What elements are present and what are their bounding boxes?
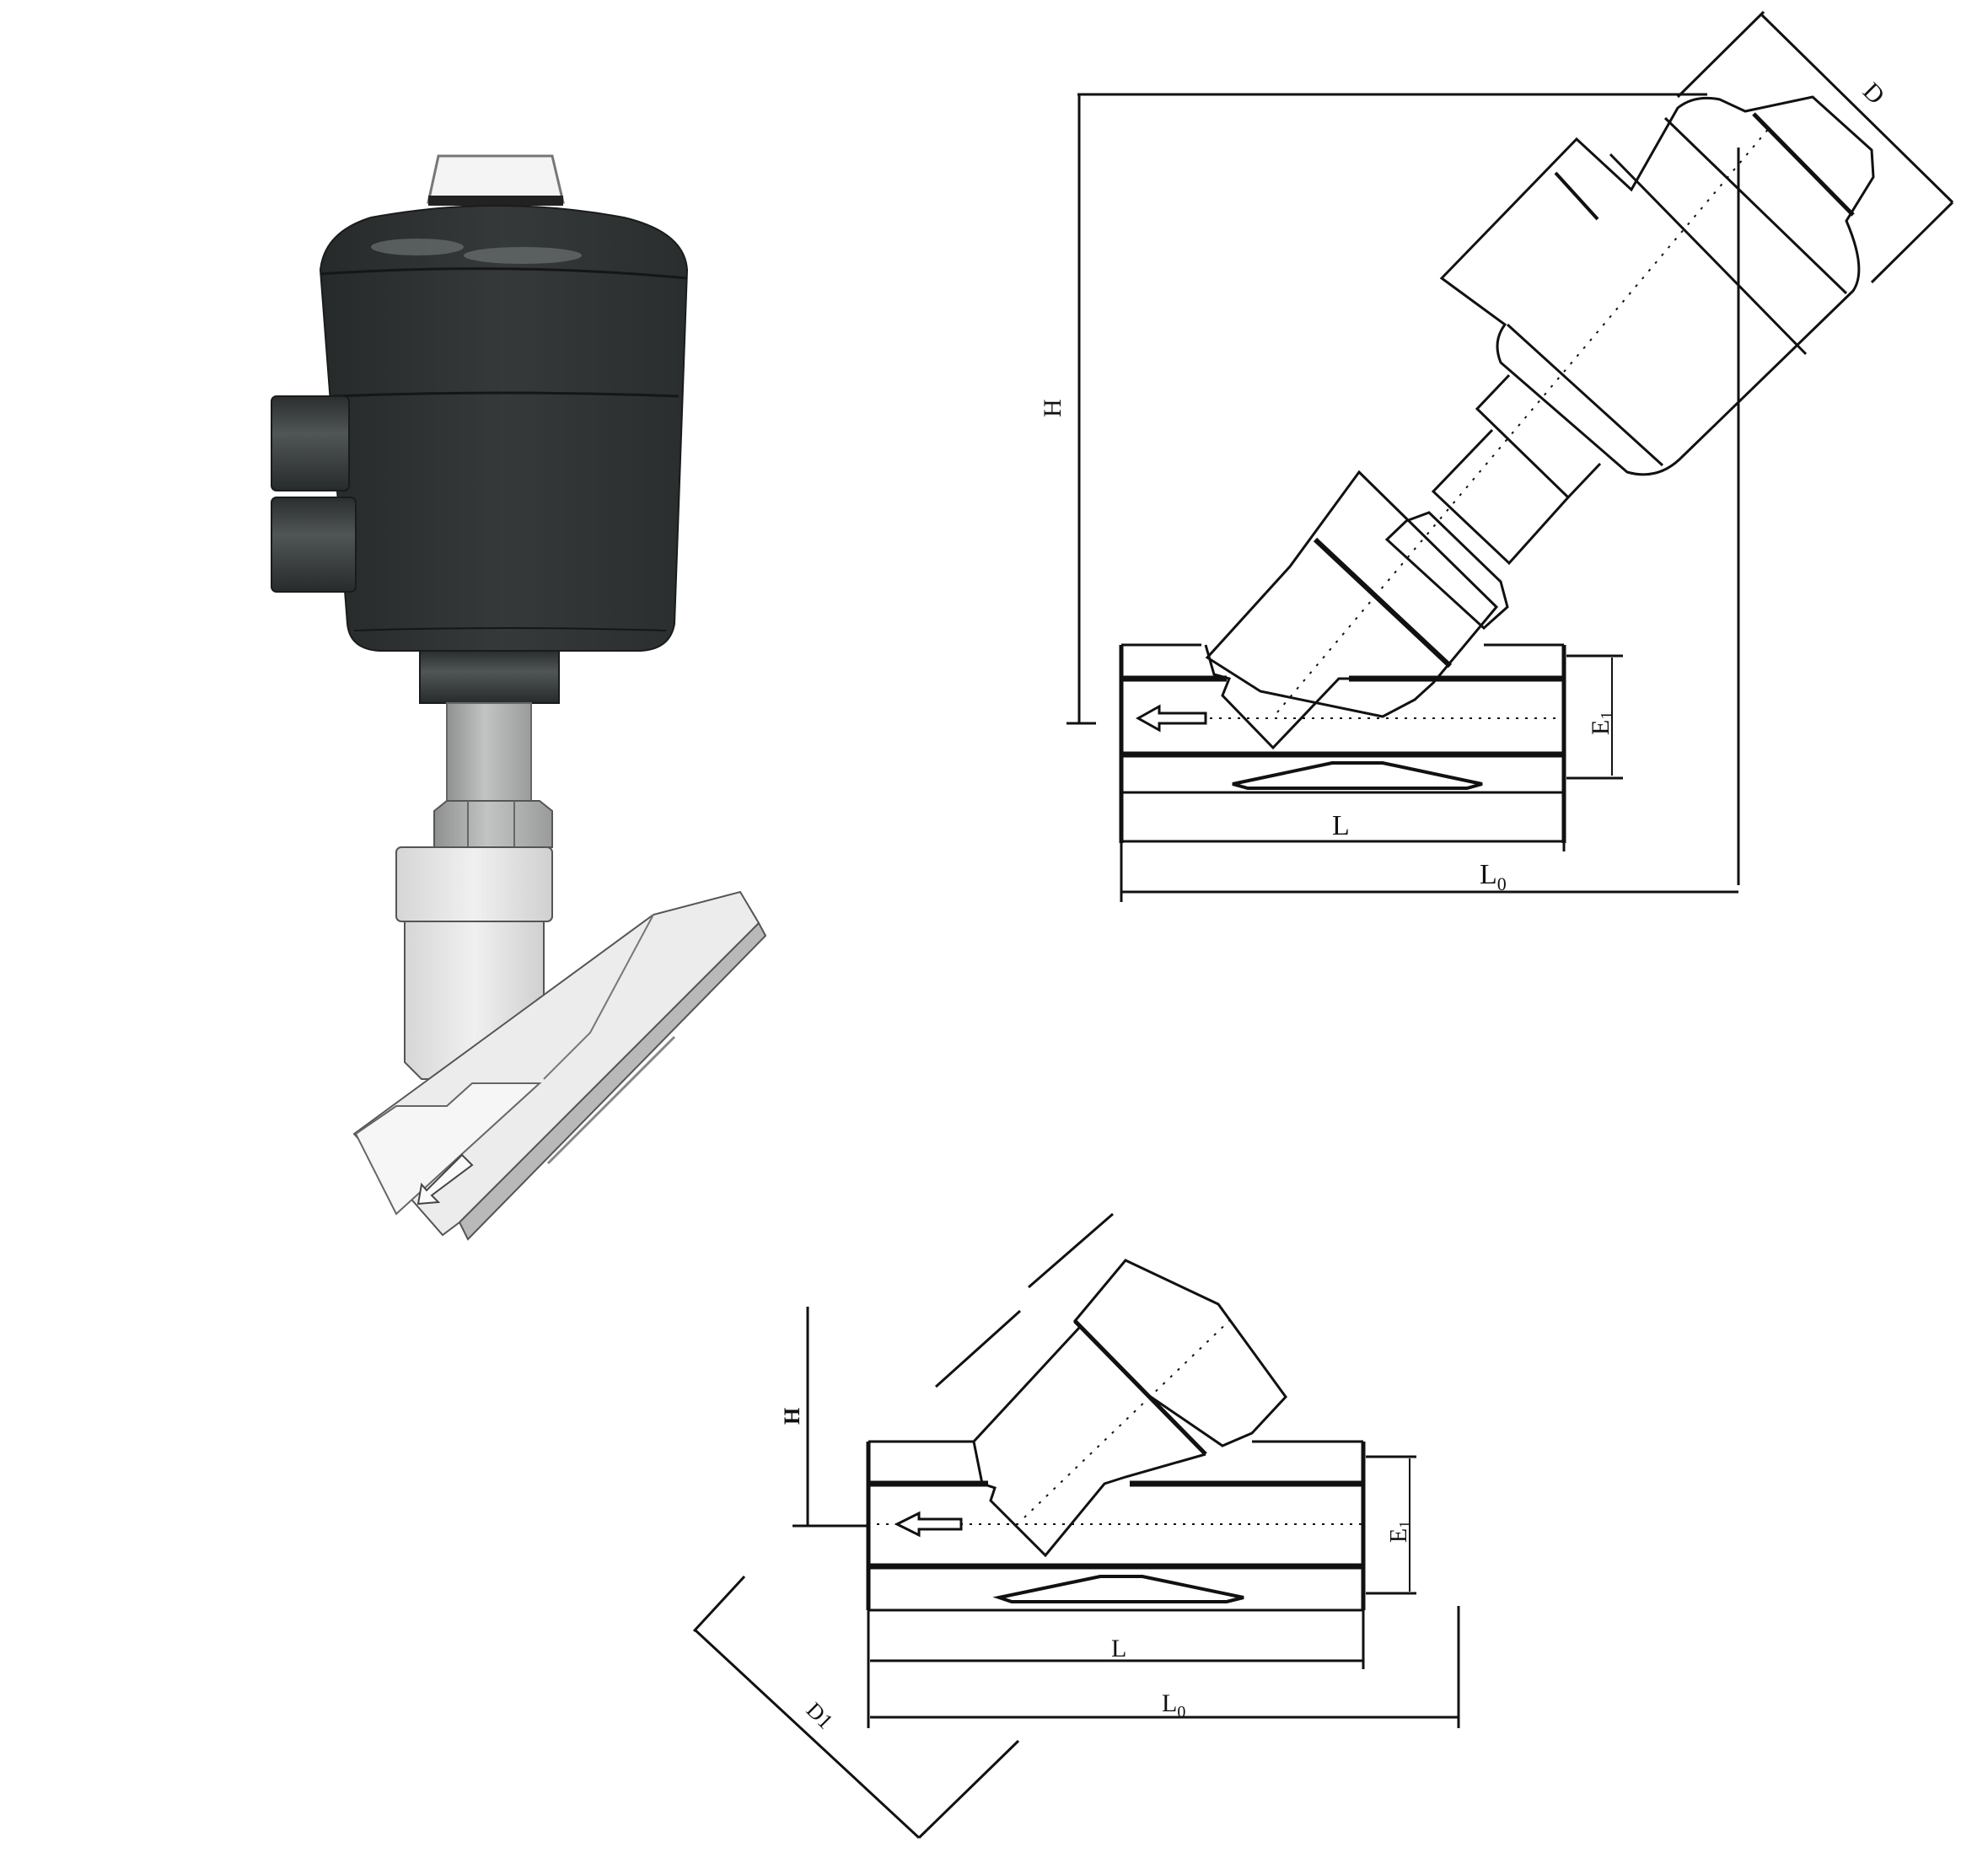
label-height: H [1039, 399, 1067, 417]
bonnet-outline [1205, 470, 1499, 718]
label-port-size: E1 [1386, 1521, 1413, 1543]
actuator-neck [419, 650, 560, 704]
diameter-dimension-line [694, 1629, 921, 1839]
arrow-left-down-icon [416, 1153, 474, 1206]
air-port-lower [271, 497, 357, 593]
label-overall-length: L0 [1480, 859, 1507, 894]
valve-pipe-body [352, 890, 767, 1241]
actuator-housing [319, 205, 689, 652]
arrow-left-icon [894, 1511, 963, 1538]
actuator-outline [1072, 1259, 1287, 1447]
diameter-dimension-line [1676, 10, 1765, 99]
indicator-cap [427, 154, 565, 206]
label-diameter: D1 [802, 1698, 838, 1734]
label-length: L [1332, 810, 1350, 841]
label-height: H [780, 1408, 804, 1425]
label-port-size: E1 [1587, 712, 1616, 735]
label-length: L [1111, 1635, 1126, 1662]
arrow-left-icon [1135, 704, 1207, 733]
valve-stem [446, 702, 532, 809]
label-overall-length: L0 [1162, 1689, 1185, 1721]
actuator-outline [1439, 95, 1875, 476]
air-port-upper [271, 395, 350, 491]
